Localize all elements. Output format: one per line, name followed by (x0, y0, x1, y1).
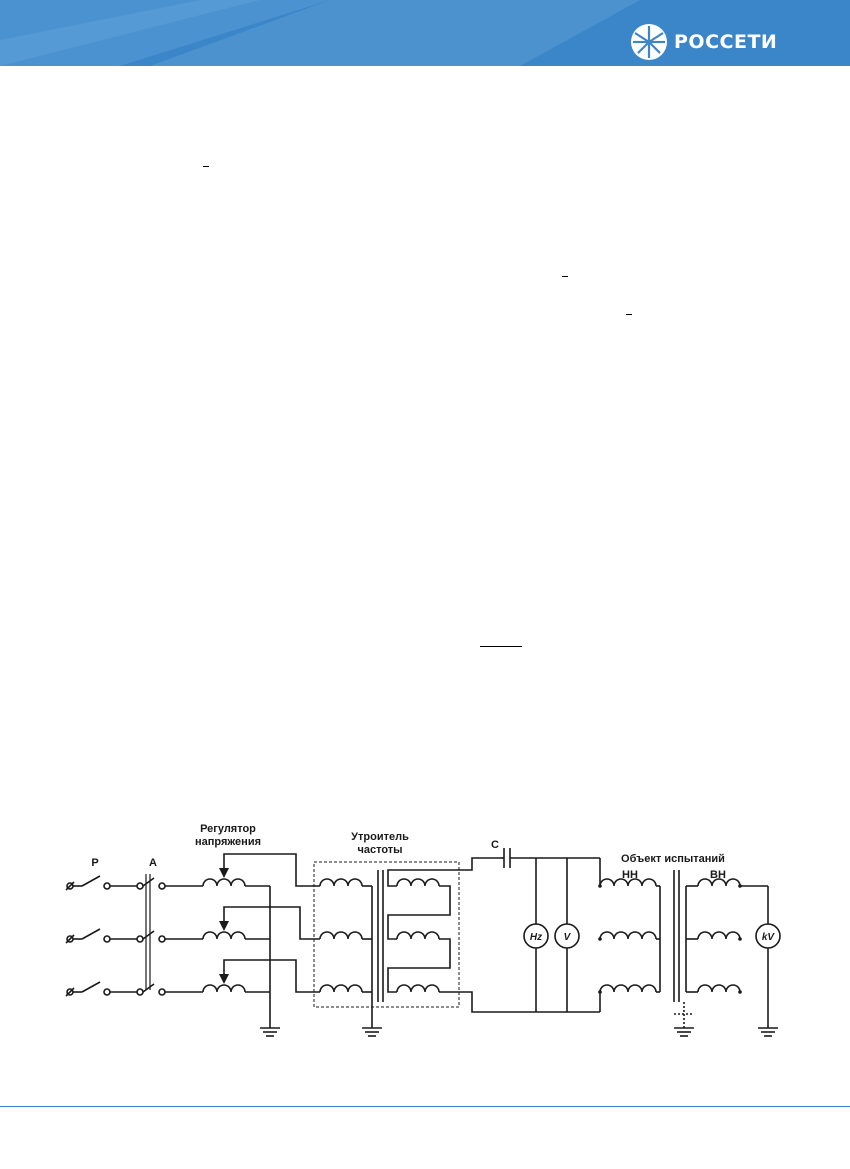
phase-1-input (65, 875, 203, 891)
test-object-label: Объект испытаний (621, 853, 725, 865)
phase-2-input (65, 928, 203, 944)
test-circuit-diagram: Р А Регулятор напряжения Утроитель часто… (65, 823, 781, 1037)
lv-winding-label: НН (622, 869, 638, 881)
overline-mark (626, 314, 632, 315)
footer-line (0, 1106, 850, 1107)
page-header: РОССЕТИ (0, 0, 850, 66)
rosseti-emblem-icon (631, 24, 667, 60)
tripler-label-1: Утроитель (351, 831, 409, 843)
fraction-bar (480, 646, 522, 647)
frequency-tripler-box (313, 861, 460, 1008)
switch-a-label: А (149, 857, 157, 869)
kv-meter-label: kV (762, 932, 776, 943)
header-background (0, 0, 640, 66)
regulator-label-2: напряжения (195, 836, 261, 848)
hv-winding-label: ВН (710, 869, 726, 881)
overline-mark (562, 276, 568, 277)
regulator-label-1: Регулятор (200, 823, 256, 835)
v-meter-label: V (564, 932, 572, 943)
hz-meter-label: Hz (530, 932, 542, 943)
rosseti-logo: РОССЕТИ (630, 22, 777, 62)
overline-mark (203, 166, 209, 167)
phase-3-input (65, 981, 203, 997)
logo-text: РОССЕТИ (674, 31, 778, 53)
tripler-label-2: частоты (357, 844, 402, 856)
capacitor-label: C (491, 839, 499, 851)
switch-p-label: Р (91, 857, 98, 869)
